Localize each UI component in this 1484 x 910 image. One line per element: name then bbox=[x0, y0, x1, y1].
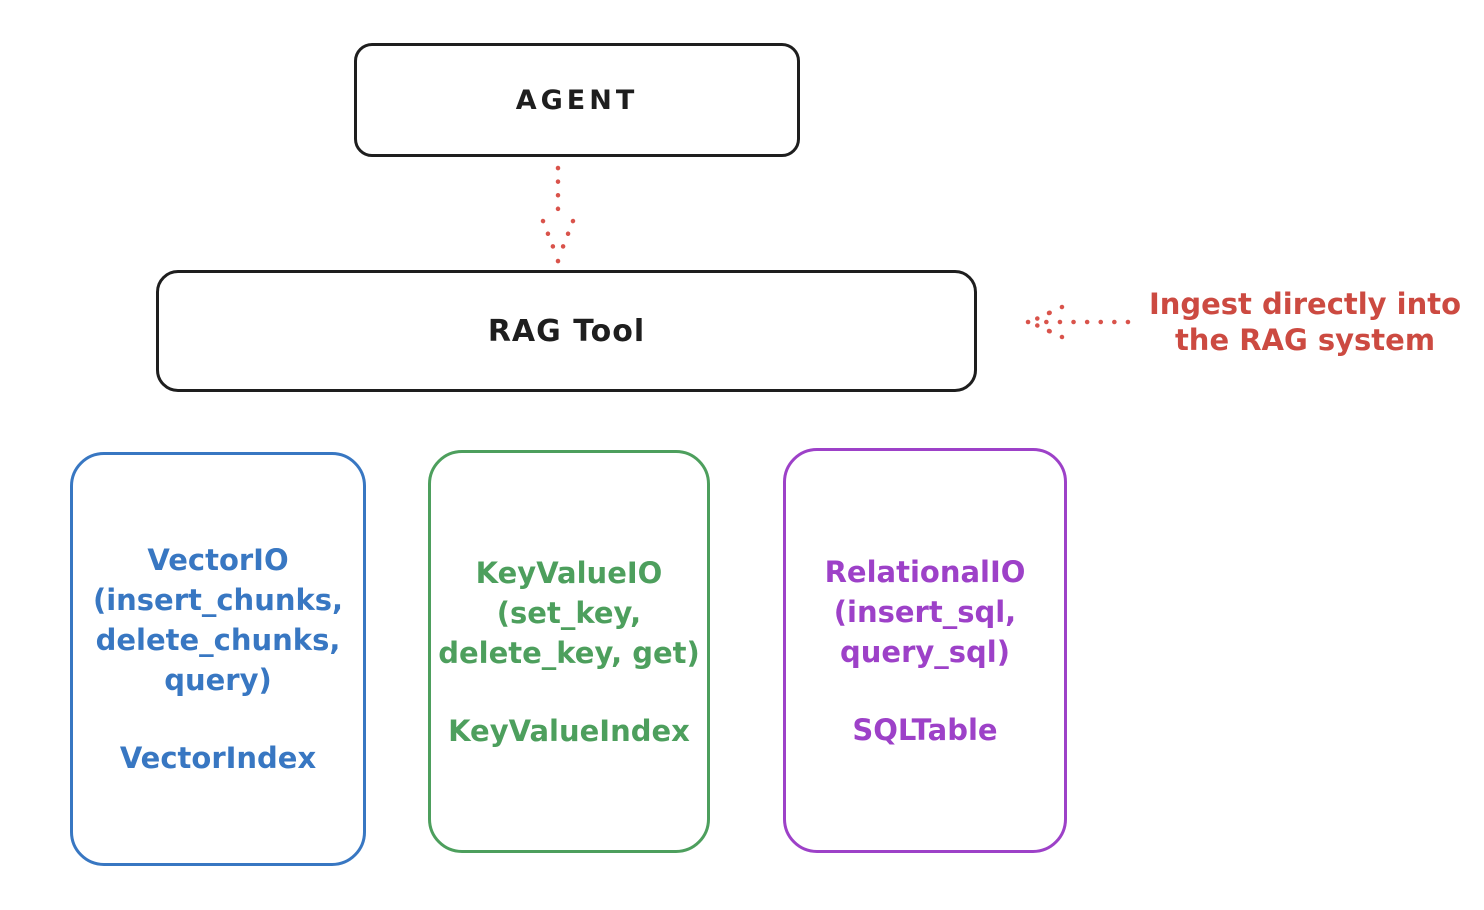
arrow-agent-to-rag-icon bbox=[540, 165, 576, 264]
keyvalue-io-title: KeyValueIO bbox=[475, 555, 663, 590]
vector-io-methods-line2: delete_chunks, bbox=[95, 623, 341, 657]
rag-tool-label: RAG Tool bbox=[487, 313, 646, 349]
agent-label: AGENT bbox=[515, 84, 639, 116]
vector-io-node: VectorIO (insert_chunks, delete_chunks, … bbox=[70, 452, 366, 866]
keyvalue-index-label: KeyValueIndex bbox=[448, 713, 690, 748]
relational-io-methods-line2: query_sql) bbox=[840, 634, 1010, 669]
vector-io-methods-line1: (insert_chunks, bbox=[92, 583, 344, 617]
keyvalue-io-methods-line1: (set_key, bbox=[496, 595, 642, 630]
vector-index-label: VectorIndex bbox=[119, 741, 317, 775]
keyvalue-io-text: KeyValueIO (set_key, delete_key, get) bbox=[438, 553, 700, 673]
relational-io-methods-line1: (insert_sql, bbox=[833, 594, 1017, 629]
ingest-annotation-line1: Ingest directly into bbox=[1148, 287, 1462, 321]
relational-io-text: RelationalIO (insert_sql, query_sql) bbox=[825, 552, 1026, 672]
relational-io-title: RelationalIO bbox=[824, 554, 1026, 589]
agent-node: AGENT bbox=[354, 43, 800, 157]
relational-io-node: RelationalIO (insert_sql, query_sql) SQL… bbox=[783, 448, 1067, 853]
vector-io-methods-line3: query) bbox=[164, 663, 272, 697]
keyvalue-io-node: KeyValueIO (set_key, delete_key, get) Ke… bbox=[428, 450, 710, 853]
ingest-annotation: Ingest directly into the RAG system bbox=[1130, 286, 1480, 358]
vector-io-text: VectorIO (insert_chunks, delete_chunks, … bbox=[93, 540, 343, 700]
ingest-annotation-line2: the RAG system bbox=[1174, 323, 1436, 357]
rag-tool-node: RAG Tool bbox=[156, 270, 977, 392]
sql-table-label: SQLTable bbox=[852, 712, 998, 747]
keyvalue-io-methods-line2: delete_key, get) bbox=[438, 635, 700, 670]
vector-io-title: VectorIO bbox=[147, 543, 289, 577]
arrow-ingest-into-rag-icon bbox=[1025, 304, 1131, 340]
